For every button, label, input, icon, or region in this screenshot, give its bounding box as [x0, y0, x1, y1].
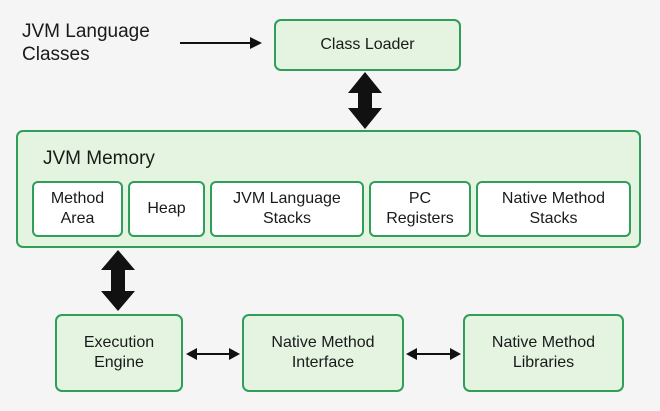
execution-engine-box: Execution Engine	[55, 314, 183, 392]
jvm-memory-title: JVM Memory	[43, 148, 155, 169]
memory-area-jvm-language-stacks: JVM Language Stacks	[210, 181, 364, 237]
memory-area-heap: Heap	[128, 181, 205, 237]
native-method-interface-box: Native Method Interface	[242, 314, 404, 392]
arrow-input-to-class-loader	[180, 37, 262, 49]
native-method-libraries-box: Native Method Libraries	[463, 314, 624, 392]
class-loader-box: Class Loader	[274, 19, 461, 71]
arrow-engine-interface	[186, 348, 240, 360]
input-label-jvm-language-classes: JVM Language Classes	[22, 21, 150, 65]
arrow-memory-execution-engine	[101, 250, 135, 311]
arrow-interface-libraries	[406, 348, 461, 360]
memory-area-method-area: Method Area	[32, 181, 123, 237]
memory-area-pc-registers: PC Registers	[369, 181, 471, 237]
arrow-class-loader-memory	[348, 72, 382, 129]
memory-area-native-method-stacks: Native Method Stacks	[476, 181, 631, 237]
